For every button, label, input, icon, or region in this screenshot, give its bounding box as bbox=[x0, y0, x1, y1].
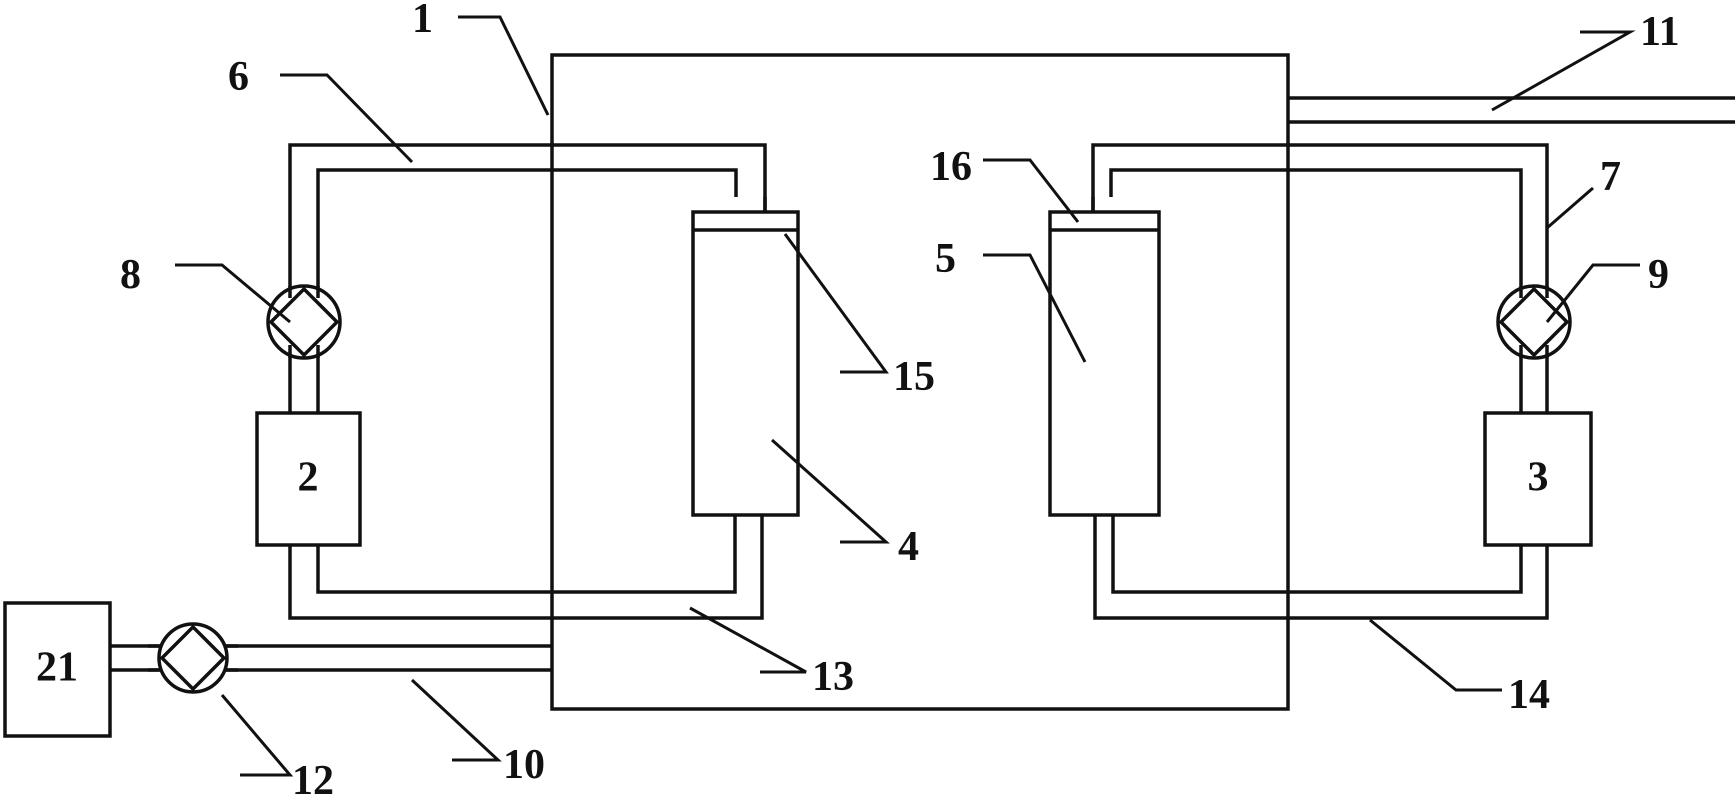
leader-7 bbox=[1546, 186, 1594, 230]
leader-15 bbox=[783, 233, 889, 374]
leader-13 bbox=[689, 606, 807, 674]
label-15: 15 bbox=[893, 354, 935, 400]
leader-4 bbox=[770, 438, 890, 544]
unit-21 bbox=[3, 601, 112, 738]
pipe-6 bbox=[288, 143, 767, 298]
label-10: 10 bbox=[503, 742, 545, 788]
label-14: 14 bbox=[1508, 672, 1550, 718]
pipe-13 bbox=[288, 515, 764, 620]
leader-10 bbox=[410, 678, 502, 762]
pipe-7 bbox=[1091, 143, 1549, 298]
label-9: 9 bbox=[1648, 252, 1669, 298]
label-7: 7 bbox=[1600, 154, 1621, 200]
label-1: 1 bbox=[412, 0, 433, 42]
label-11: 11 bbox=[1640, 9, 1680, 55]
label-2: 2 bbox=[298, 455, 319, 501]
column-4 bbox=[691, 210, 800, 517]
unit-2 bbox=[255, 411, 362, 547]
leader-6 bbox=[280, 73, 414, 164]
label-12: 12 bbox=[292, 758, 334, 800]
column-5 bbox=[1048, 210, 1161, 517]
unit-3 bbox=[1483, 411, 1593, 547]
label-3: 3 bbox=[1528, 455, 1549, 501]
leader-12 bbox=[220, 694, 294, 777]
pipe-11 bbox=[1288, 96, 1735, 124]
leader-5 bbox=[983, 253, 1087, 363]
label-4: 4 bbox=[898, 524, 919, 570]
pump-12-icon bbox=[148, 622, 238, 694]
pump-8-icon bbox=[266, 284, 342, 360]
leader-16 bbox=[983, 158, 1080, 223]
label-16: 16 bbox=[930, 144, 972, 190]
leader-9 bbox=[1545, 263, 1640, 323]
pipe-14 bbox=[1093, 515, 1549, 620]
leader-14 bbox=[1369, 618, 1502, 692]
label-5: 5 bbox=[935, 236, 956, 282]
leader-11 bbox=[1491, 30, 1636, 112]
label-21: 21 bbox=[36, 645, 78, 691]
chamber-1 bbox=[550, 53, 1290, 711]
label-6: 6 bbox=[228, 54, 249, 100]
leader-1 bbox=[458, 15, 550, 116]
leader-8 bbox=[175, 263, 291, 324]
label-8: 8 bbox=[120, 252, 141, 298]
label-13: 13 bbox=[812, 654, 854, 700]
pump-9-icon bbox=[1496, 284, 1572, 360]
